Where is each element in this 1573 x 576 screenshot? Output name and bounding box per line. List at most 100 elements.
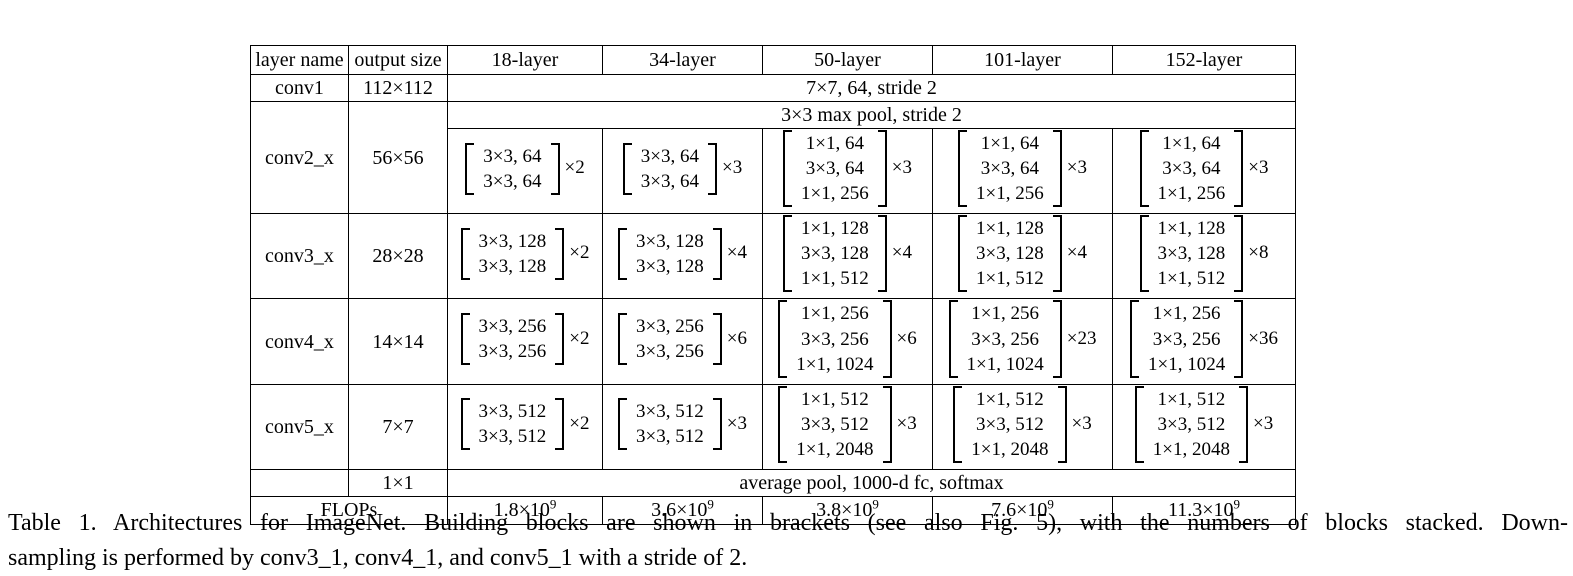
flops-exponent: 9 <box>1233 496 1241 512</box>
block-multiplier: ×3 <box>726 412 747 434</box>
block-multiplier: ×4 <box>1066 242 1087 264</box>
bracket-right <box>712 313 722 366</box>
bracket-left <box>953 385 963 463</box>
col-header-101-layer: 101-layer <box>932 45 1113 75</box>
arch-cell-conv3-34: 3×3, 128 3×3, 128 ×4 <box>602 213 763 300</box>
block-multiplier: ×2 <box>569 242 590 264</box>
output-size-conv1: 112×112 <box>348 74 448 102</box>
bracket-right <box>1239 385 1248 463</box>
block-multiplier: ×3 <box>1248 157 1269 179</box>
bracket-right <box>882 385 892 463</box>
arch-cell-conv5-50: 1×1, 512 3×3, 512 1×1, 2048 ×3 <box>762 383 933 470</box>
output-size-avgpool: 1×1 <box>348 468 448 497</box>
bracket-right <box>555 227 565 280</box>
flops-row: FLOPs 1.8×109 3.6×109 3.8×109 7.6×109 11… <box>250 495 1296 525</box>
conv4x-row: conv4_x 14×14 3×3, 256 3×3, 256 ×2 3×3, … <box>250 298 1296 385</box>
maxpool-row: conv2_x 56×56 3×3 max pool, stride 2 <box>250 100 1296 215</box>
block-multiplier: ×2 <box>569 327 590 349</box>
bracket-right <box>708 142 717 195</box>
table-caption: Table 1. Architectures for ImageNet. Bui… <box>8 506 1568 576</box>
bracket-left <box>618 398 628 451</box>
block-multiplier: ×2 <box>569 412 590 434</box>
arch-cell-conv2-152: 1×1, 64 3×3, 64 1×1, 256 ×3 <box>1112 127 1296 215</box>
arch-cell-conv4-101: 1×1, 256 3×3, 256 1×1, 1024 ×23 <box>932 298 1113 385</box>
block-multiplier: ×3 <box>722 157 743 179</box>
flops-exponent: 9 <box>1047 496 1054 512</box>
arch-cell-conv2-101: 1×1, 64 3×3, 64 1×1, 256 ×3 <box>932 127 1113 215</box>
avgpool-content: average pool, 1000-d fc, softmax <box>447 468 1296 497</box>
arch-cell-conv5-152: 1×1, 512 3×3, 512 1×1, 2048 ×3 <box>1112 383 1296 470</box>
block-multiplier: ×36 <box>1248 327 1278 349</box>
block-multiplier: ×4 <box>726 242 747 264</box>
arch-cell-conv2-18: 3×3, 64 3×3, 64 ×2 <box>447 127 603 215</box>
arch-cell-conv4-34: 3×3, 256 3×3, 256 ×6 <box>602 298 763 385</box>
flops-18: 1.8×109 <box>447 495 603 525</box>
layer-name-conv4x: conv4_x <box>250 298 349 385</box>
resnet-architecture-table: layer name output size 18-layer 34-layer… <box>250 45 1296 525</box>
flops-50: 3.8×109 <box>762 495 933 525</box>
layer-name-conv3x: conv3_x <box>250 213 349 300</box>
bracket-left <box>1139 130 1149 208</box>
bracket-right <box>1234 130 1244 208</box>
bracket-left <box>460 227 470 280</box>
arch-cell-conv4-18: 3×3, 256 3×3, 256 ×2 <box>447 298 603 385</box>
flops-exponent: 9 <box>872 496 879 512</box>
layer-name-empty <box>250 468 349 497</box>
bracket-right <box>555 313 565 366</box>
block-multiplier: ×4 <box>891 242 912 264</box>
col-header-152-layer: 152-layer <box>1112 45 1296 75</box>
conv1-row: conv1 112×112 7×7, 64, stride 2 <box>250 74 1296 102</box>
arch-cell-conv3-50: 1×1, 128 3×3, 128 1×1, 512 ×4 <box>762 213 933 300</box>
bracket-left <box>778 385 788 463</box>
block-multiplier: ×3 <box>896 412 917 434</box>
bracket-right <box>877 130 887 208</box>
caption-line-2: sampling is performed by conv3_1, conv4_… <box>8 545 748 571</box>
col-header-34-layer: 34-layer <box>602 45 763 75</box>
bracket-right <box>555 398 565 451</box>
arch-cell-conv4-50: 1×1, 256 3×3, 256 1×1, 1024 ×6 <box>762 298 933 385</box>
conv2x-row: 3×3, 64 3×3, 64 ×2 3×3, 64 3×3, 64 ×3 <box>251 127 1296 215</box>
flops-152: 11.3×109 <box>1112 495 1296 525</box>
block-multiplier: ×3 <box>1071 412 1092 434</box>
bracket-left <box>783 215 793 293</box>
output-size-conv5x: 7×7 <box>348 383 448 470</box>
col-header-50-layer: 50-layer <box>762 45 933 75</box>
bracket-left <box>460 398 470 451</box>
arch-cell-conv2-34: 3×3, 64 3×3, 64 ×3 <box>602 127 763 215</box>
flops-exponent: 9 <box>549 496 557 512</box>
arch-cell-conv5-18: 3×3, 512 3×3, 512 ×2 <box>447 383 603 470</box>
block-multiplier: ×3 <box>1066 157 1087 179</box>
conv3x-row: conv3_x 28×28 3×3, 128 3×3, 128 ×2 3×3, … <box>250 213 1296 300</box>
avgpool-row: 1×1 average pool, 1000-d fc, softmax <box>250 468 1296 497</box>
bracket-left <box>778 300 788 378</box>
bracket-left <box>460 313 470 366</box>
conv5x-row: conv5_x 7×7 3×3, 512 3×3, 512 ×2 3×3, 51… <box>250 383 1296 470</box>
header-row: layer name output size 18-layer 34-layer… <box>250 45 1296 75</box>
bracket-right <box>877 215 887 293</box>
arch-cell-conv3-152: 1×1, 128 3×3, 128 1×1, 512 ×8 <box>1112 213 1296 300</box>
bracket-right <box>1234 300 1244 378</box>
layer-name-conv1: conv1 <box>250 74 349 102</box>
layer-name-conv2x: conv2_x <box>250 100 349 215</box>
bracket-right <box>1234 215 1244 293</box>
block-multiplier: ×23 <box>1066 327 1097 349</box>
bracket-left <box>948 300 958 378</box>
bracket-right <box>1052 300 1062 378</box>
flops-101: 7.6×109 <box>932 495 1113 525</box>
bracket-left <box>1130 300 1140 378</box>
block-multiplier: ×3 <box>891 157 912 179</box>
bracket-left <box>958 215 968 293</box>
maxpool-content: 3×3 max pool, stride 2 <box>447 101 1296 129</box>
conv1-content: 7×7, 64, stride 2 <box>447 74 1296 102</box>
bracket-right <box>1052 130 1062 208</box>
block-multiplier: ×3 <box>1253 412 1274 434</box>
arch-cell-conv5-34: 3×3, 512 3×3, 512 ×3 <box>602 383 763 470</box>
bracket-left <box>958 130 968 208</box>
bracket-right <box>550 142 560 195</box>
bracket-left <box>783 130 793 208</box>
col-header-layer-name: layer name <box>250 45 349 75</box>
arch-cell-conv4-152: 1×1, 256 3×3, 256 1×1, 1024 ×36 <box>1112 298 1296 385</box>
bracket-right <box>1057 385 1067 463</box>
caption-line-1: Table 1. Architectures for ImageNet. Bui… <box>8 510 1568 536</box>
